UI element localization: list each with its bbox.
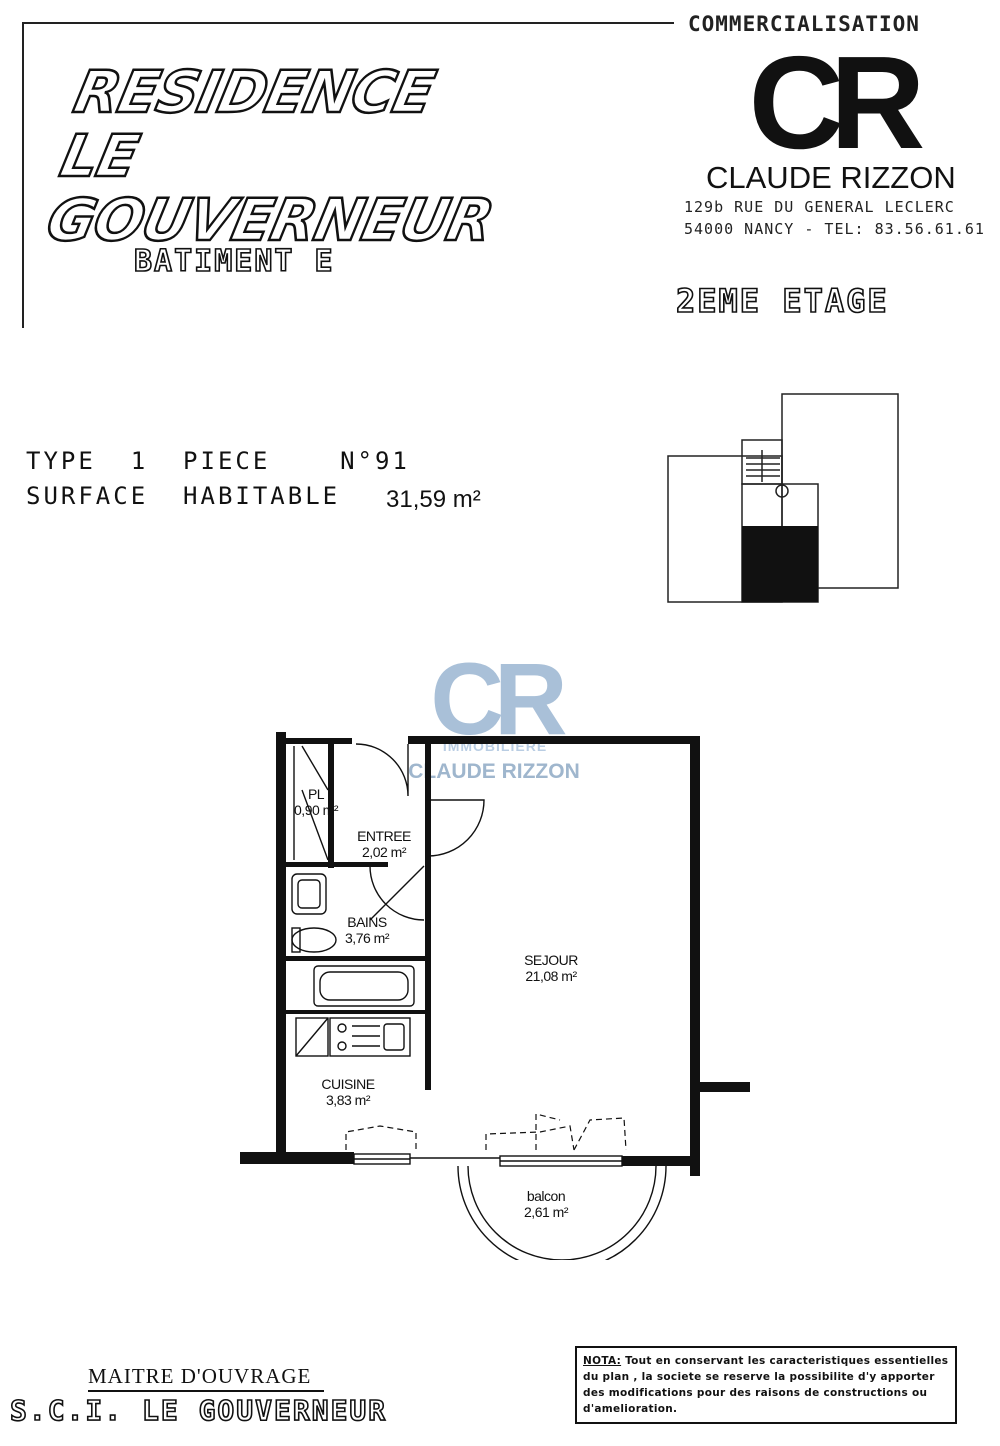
room-pl-area: 0,90 m² — [294, 802, 338, 818]
maitre-ouvrage-label: MAITRE D'OUVRAGE — [88, 1364, 312, 1388]
surface-value: 31,59 m² — [386, 486, 481, 513]
room-bains: BAINS 3,76 m² — [334, 914, 400, 946]
maitre-ouvrage-name: S.C.I. LE GOUVERNEUR — [9, 1393, 388, 1428]
company-address-line2: 54000 NANCY - TEL: 83.56.61.61 — [684, 220, 985, 238]
residence-title-line2: GOUVERNEUR — [40, 185, 500, 256]
room-entree-area: 2,02 m² — [362, 844, 406, 860]
nota-label: NOTA: — [583, 1355, 622, 1367]
etage-label: 2EME ETAGE — [675, 281, 889, 321]
room-sejour-area: 21,08 m² — [525, 968, 577, 984]
room-pl: PL 0,90 m² — [284, 786, 348, 818]
maitre-underline — [88, 1390, 324, 1392]
cr-logo: CR — [749, 44, 937, 164]
room-balcon: balcon 2,61 m² — [506, 1188, 586, 1220]
room-bains-area: 3,76 m² — [345, 930, 389, 946]
room-balcon-name: balcon — [526, 1188, 566, 1204]
commercialisation-label: COMMERCIALISATION — [688, 12, 920, 36]
location-key-plan — [667, 393, 899, 603]
room-entree-name: ENTREE — [357, 828, 411, 844]
wall-bains-bottom — [286, 956, 426, 961]
surface-label: SURFACE HABITABLE — [26, 482, 341, 510]
wall-interior-vertical — [425, 744, 431, 1090]
wall-top-right — [408, 736, 700, 744]
key-plan-current-unit — [742, 526, 818, 602]
wall-bains-top — [286, 862, 388, 867]
floor-plan — [240, 732, 750, 1260]
header-frame-top — [24, 22, 674, 24]
room-pl-name: PL — [307, 786, 325, 802]
wall-right-stub — [700, 1082, 750, 1092]
room-sejour: SEJOUR 21,08 m² — [506, 952, 596, 984]
header-frame-left — [22, 22, 24, 328]
room-entree: ENTREE 2,02 m² — [346, 828, 422, 860]
room-sejour-name: SEJOUR — [524, 952, 578, 968]
company-name: CLAUDE RIZZON — [706, 160, 956, 195]
room-balcon-area: 2,61 m² — [524, 1204, 568, 1220]
wall-left — [276, 732, 286, 1164]
room-cuisine: CUISINE 3,83 m² — [308, 1076, 388, 1108]
wall-bath-bottom — [286, 1010, 426, 1014]
nota-text: Tout en conservant les caracteristiques … — [583, 1355, 949, 1415]
watermark-logo-text: CR — [430, 652, 566, 742]
residence-title-line1: RESIDENCE LE — [54, 57, 442, 192]
wall-bottom-left — [240, 1152, 354, 1164]
room-bains-name: BAINS — [347, 914, 387, 930]
wall-top-left — [286, 738, 352, 744]
watermark-name: CLAUDE RIZZON — [408, 760, 580, 783]
unit-type: TYPE 1 PIECE N°91 — [26, 447, 410, 475]
watermark-logo: CR — [430, 652, 576, 742]
wall-pl-right — [328, 744, 334, 868]
wall-bottom-right — [622, 1156, 700, 1166]
residence-title: RESIDENCE LE GOUVERNEUR — [40, 57, 523, 256]
room-cuisine-area: 3,83 m² — [326, 1092, 370, 1108]
nota-box: NOTA: Tout en conservant les caracterist… — [575, 1346, 957, 1424]
company-address-line1: 129b RUE DU GENERAL LECLERC — [684, 198, 955, 216]
batiment-label: BATIMENT E — [133, 243, 335, 280]
cr-logo-text: CR — [749, 44, 923, 164]
wall-right — [690, 736, 700, 1176]
room-cuisine-name: CUISINE — [321, 1076, 375, 1092]
